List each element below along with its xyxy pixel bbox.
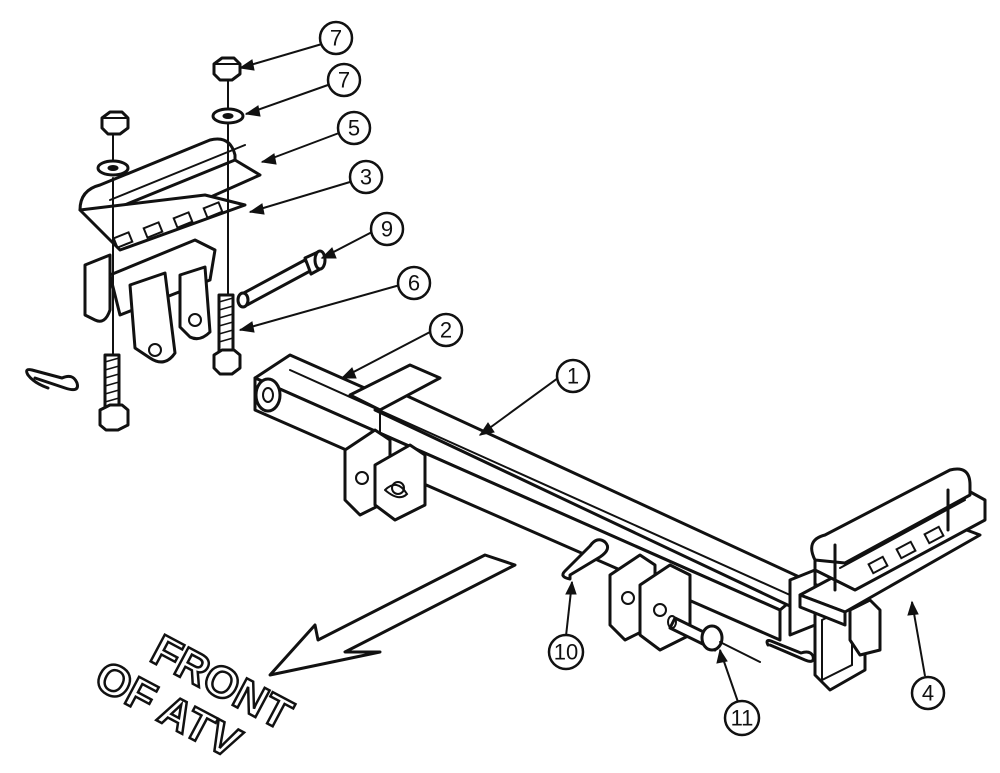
callout-10: 10 [547, 633, 585, 671]
front-of-atv-label: FRONT OF ATV [86, 624, 301, 770]
left-hardware-stack [96, 110, 130, 432]
hair-pin-clip [561, 538, 610, 581]
callout-1-label: 1 [567, 364, 579, 389]
leader-lines [238, 43, 926, 703]
callout-2-label: 2 [440, 318, 452, 343]
front-direction-arrow [268, 553, 517, 677]
callout-7: 7 [326, 62, 362, 98]
hair-pin-clip-left [25, 368, 79, 392]
callout-10-label: 10 [554, 640, 578, 665]
hair-pin-clip-right [765, 639, 815, 663]
callout-11: 11 [723, 699, 761, 737]
receiver-pin [667, 615, 761, 663]
callout-6-label: 6 [408, 271, 420, 296]
callout-1: 1 [555, 358, 591, 394]
callout-3: 3 [348, 159, 384, 195]
callout-8-label: 7 [330, 26, 342, 51]
left-mount-bracket [78, 137, 262, 364]
callout-6: 6 [396, 265, 432, 301]
callout-9: 9 [369, 211, 405, 247]
callout-4: 4 [910, 675, 946, 711]
callout-7-label: 7 [338, 68, 350, 93]
callout-3-label: 3 [360, 165, 372, 190]
callout-5-label: 5 [348, 116, 360, 141]
right-mount-plate [798, 467, 987, 657]
crossbar-left-clevis [343, 428, 427, 522]
right-hardware-stack [211, 56, 245, 376]
callout-8: 7 [318, 20, 354, 56]
callout-11-label: 11 [731, 706, 754, 731]
callout-4-label: 4 [922, 681, 934, 706]
clevis-pin [236, 249, 327, 309]
callout-9-label: 9 [381, 217, 393, 242]
callout-2: 2 [428, 312, 464, 348]
callout-5: 5 [336, 110, 372, 146]
crossbar-right-clevis [608, 553, 692, 652]
